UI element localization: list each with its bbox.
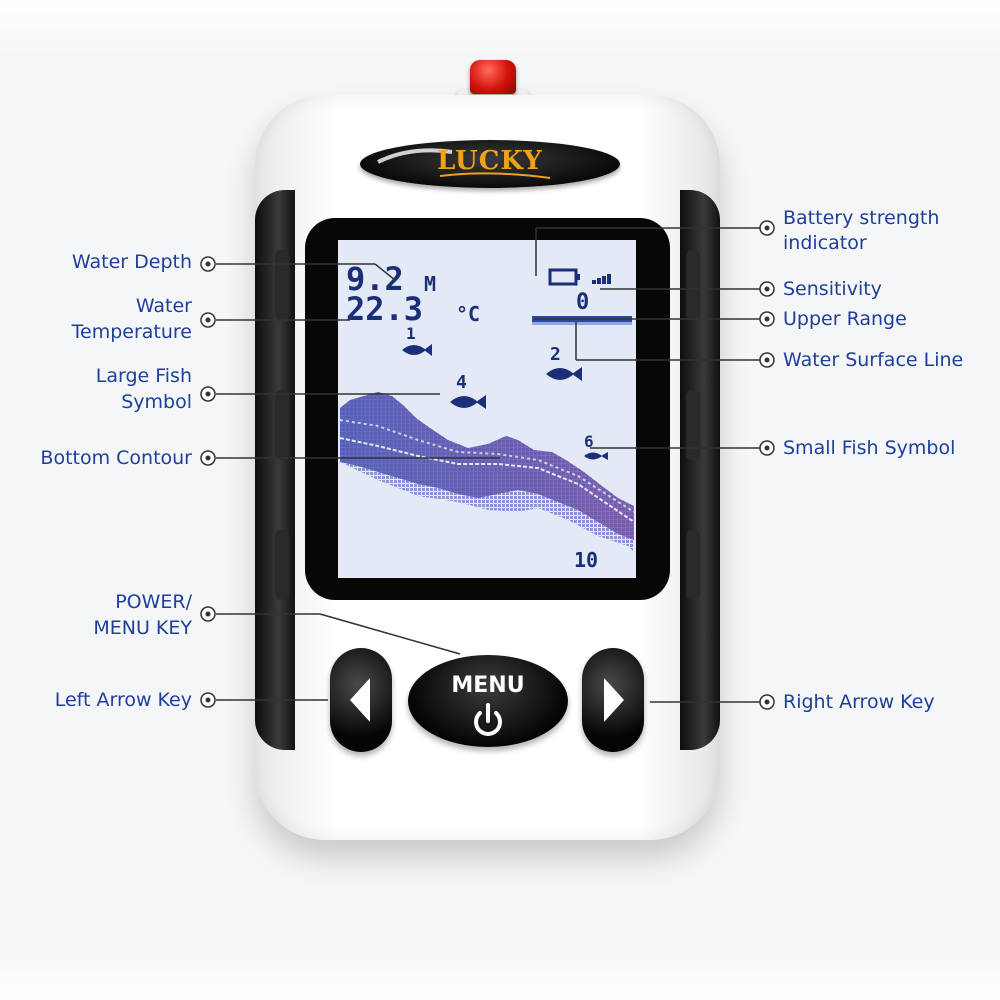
- left-grip: [255, 190, 295, 750]
- callout-water-temperature-line2: Temperature: [71, 321, 192, 343]
- depth-unit: M: [424, 272, 437, 296]
- upper-range-value: 0: [576, 290, 590, 315]
- fish-symbol-2: [546, 367, 582, 381]
- callout-right-arrow-key: Right Arrow Key: [783, 691, 935, 713]
- fish-label-2: 2: [550, 344, 561, 365]
- chevron-right-icon: [604, 678, 624, 722]
- callout-large-fish-line1: Large Fish: [95, 365, 192, 387]
- battery-icon: [548, 268, 580, 286]
- callout-bottom-contour: Bottom Contour: [40, 447, 192, 469]
- fish-symbol-6-small: [584, 452, 608, 460]
- temperature-value: 22.3: [346, 290, 424, 328]
- callout-water-temperature-line1: Water: [135, 295, 192, 317]
- fish-label-4: 4: [456, 372, 467, 393]
- logo-plate: LUCKY: [360, 140, 620, 188]
- menu-label: MENU: [451, 673, 525, 698]
- callout-water-surface-line: Water Surface Line: [783, 349, 964, 371]
- fish-label-1: 1: [406, 324, 416, 343]
- chevron-left-icon: [350, 678, 370, 722]
- left-arrow-button[interactable]: [330, 648, 392, 752]
- callout-large-fish-line2: Symbol: [121, 391, 192, 413]
- callout-power-menu-line2: MENU KEY: [93, 617, 192, 639]
- fish-symbol-1: [402, 344, 432, 356]
- brand-logo: LUCKY: [437, 146, 543, 176]
- sensitivity-bars-icon: [592, 274, 611, 284]
- fish-label-6: 6: [584, 432, 594, 451]
- callout-battery-line2: indicator: [783, 232, 867, 254]
- callout-small-fish: Small Fish Symbol: [783, 437, 956, 459]
- antenna-light: [470, 60, 516, 94]
- menu-power-button[interactable]: MENU: [408, 655, 568, 747]
- right-grip: [680, 190, 720, 750]
- callout-sensitivity: Sensitivity: [783, 278, 882, 300]
- power-icon: [474, 703, 502, 736]
- callout-upper-range: Upper Range: [783, 308, 907, 330]
- bottom-contour: [339, 392, 635, 552]
- lower-range-value: 10: [574, 548, 599, 572]
- callout-left-arrow-key: Left Arrow Key: [54, 689, 192, 711]
- callout-water-depth: Water Depth: [71, 251, 192, 273]
- temperature-unit: °C: [456, 302, 481, 326]
- fish-symbol-4: [450, 395, 486, 409]
- sonar-screen: 9.2 M 22.3 °C 0 10 1 2 4 6: [338, 240, 636, 578]
- callout-power-menu-line1: POWER/: [115, 591, 192, 613]
- right-arrow-button[interactable]: [582, 648, 644, 752]
- callout-battery-line1: Battery strength: [783, 207, 940, 229]
